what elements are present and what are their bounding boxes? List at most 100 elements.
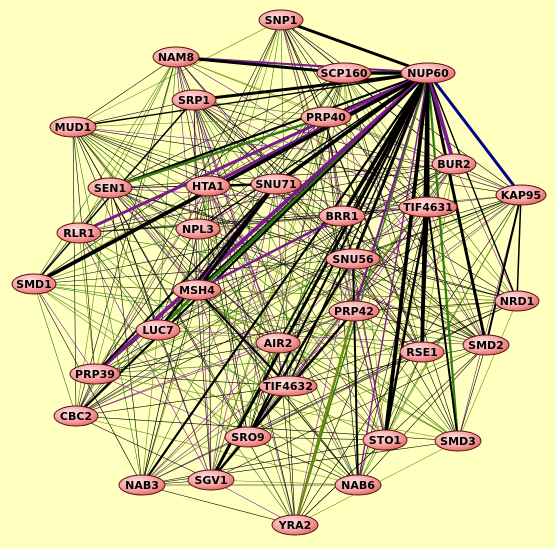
node-srp1[interactable]: SRP1 (171, 89, 217, 111)
node-smd1[interactable]: SMD1 (11, 273, 57, 295)
edge-tif4632-cbc2 (75, 385, 289, 417)
node-sen1[interactable]: SEN1 (87, 177, 133, 199)
node-scp160[interactable]: SCP160 (316, 62, 372, 84)
node-ellipse (434, 430, 482, 452)
edge-nam8-mud1 (72, 56, 177, 128)
edge-tif4632-yra2 (287, 385, 296, 526)
edge-hta1-prp39 (94, 185, 209, 375)
edge-rlr1-sgv1 (78, 232, 212, 481)
node-cbc2[interactable]: CBC2 (53, 405, 99, 427)
node-bur2[interactable]: BUR2 (431, 153, 477, 175)
node-nup60[interactable]: NUP60 (400, 62, 456, 84)
node-ellipse (300, 106, 352, 128)
edge-npl3-smd1 (33, 228, 199, 285)
node-rlr1[interactable]: RLR1 (56, 222, 102, 244)
node-ellipse (175, 218, 221, 240)
node-prp40[interactable]: PRP40 (300, 106, 352, 128)
edge-sro9-nab6 (247, 436, 359, 486)
edge-snp1-sto1 (280, 19, 386, 441)
node-msh4[interactable]: MSH4 (172, 279, 222, 301)
edge-smd2-sgv1 (210, 344, 487, 481)
edge-mud1-prp39 (72, 126, 96, 375)
node-ellipse (172, 279, 222, 301)
node-snu56[interactable]: SNU56 (325, 248, 381, 270)
node-npl3[interactable]: NPL3 (175, 218, 221, 240)
edge-rse1-tif4631 (421, 206, 429, 353)
edge-prp40-nab6 (325, 116, 359, 486)
node-air2[interactable]: AIR2 (255, 332, 301, 354)
node-sgv1[interactable]: SGV1 (187, 469, 235, 491)
edge-rlr1-nab6 (78, 232, 359, 486)
node-brr1[interactable]: BRR1 (318, 205, 366, 227)
edge-nup60-kap95 (426, 71, 523, 197)
node-ellipse (11, 273, 57, 295)
edge-sgv1-nab6 (210, 479, 359, 486)
node-ellipse (398, 196, 458, 218)
node-sro9[interactable]: SRO9 (224, 426, 272, 448)
edge-snu56-smd2 (352, 258, 487, 346)
edge-sro9-snu56 (246, 257, 355, 439)
edge-luc7-sgv1 (157, 329, 212, 481)
edge-prp40-sgv1 (210, 116, 327, 481)
edge-snp1-mud1 (72, 19, 282, 128)
edge-scp160-smd1 (33, 72, 345, 285)
edge-prp40-tif4631 (325, 116, 429, 208)
node-ellipse (255, 332, 301, 354)
node-ellipse (362, 429, 408, 451)
edge-prp39-snu71 (94, 183, 277, 375)
edge-nam8-smd1 (33, 56, 177, 285)
node-prp39[interactable]: PRP39 (69, 363, 121, 385)
edge-kap95-tif4632 (287, 194, 522, 387)
node-ellipse (494, 290, 540, 312)
node-rse1[interactable]: RSE1 (399, 341, 445, 363)
edge-scp160-hta1 (207, 72, 345, 187)
edge-tif4632-msh4 (196, 289, 289, 387)
edge-cbc2-sgv1 (75, 415, 212, 481)
node-prp42[interactable]: PRP42 (328, 300, 380, 322)
edge-prp40-kap95 (325, 116, 522, 196)
node-ellipse (69, 363, 121, 385)
node-hta1[interactable]: HTA1 (185, 175, 231, 197)
edge-scp160-sgv1 (210, 72, 345, 481)
node-ellipse (152, 46, 200, 68)
edge-nup60-yra2 (294, 72, 429, 526)
node-ellipse (224, 426, 272, 448)
edge-nab3-yra2 (141, 484, 296, 526)
edge-nup60-srp1 (192, 71, 430, 102)
node-luc7[interactable]: LUC7 (135, 319, 181, 341)
edge-nam8-prp39 (94, 56, 177, 375)
edge-smd2-kap95 (485, 194, 522, 346)
edge-nup60-cbc2 (74, 71, 430, 418)
edge-mud1-nab3 (72, 126, 143, 486)
node-nab3[interactable]: NAB3 (118, 474, 166, 496)
node-sto1[interactable]: STO1 (362, 429, 408, 451)
edge-nup60-snu56 (351, 71, 430, 261)
node-ellipse (399, 341, 445, 363)
edge-rse1-sto1 (384, 351, 423, 441)
edge-cbc2-nab6 (75, 415, 359, 486)
edge-nup60-brr1 (340, 71, 430, 218)
node-tif4632[interactable]: TIF4632 (258, 375, 318, 397)
edge-smd1-nab6 (33, 283, 359, 486)
edge-nup60-smd3 (426, 71, 460, 443)
node-smd2[interactable]: SMD2 (462, 334, 510, 356)
node-ellipse (495, 184, 547, 206)
edge-smd2-tif4632 (287, 344, 487, 387)
node-mud1[interactable]: MUD1 (49, 116, 97, 138)
node-nam8[interactable]: NAM8 (152, 46, 200, 68)
edge-mud1-tif4632 (72, 126, 289, 387)
node-snu71[interactable]: SNU71 (250, 173, 302, 195)
edge-snu56-cbc2 (75, 258, 354, 417)
node-kap95[interactable]: KAP95 (495, 184, 547, 206)
node-yra2[interactable]: YRA2 (271, 514, 319, 536)
node-snp1[interactable]: SNP1 (258, 9, 304, 31)
edge-srp1-rse1 (193, 99, 423, 353)
node-smd3[interactable]: SMD3 (434, 430, 482, 452)
edge-nup60-mud1 (72, 72, 429, 128)
node-nab6[interactable]: NAB6 (334, 474, 382, 496)
node-tif4631[interactable]: TIF4631 (398, 196, 458, 218)
edge-snp1-nup60 (279, 18, 430, 75)
node-nrd1[interactable]: NRD1 (494, 290, 540, 312)
node-ellipse (325, 248, 381, 270)
